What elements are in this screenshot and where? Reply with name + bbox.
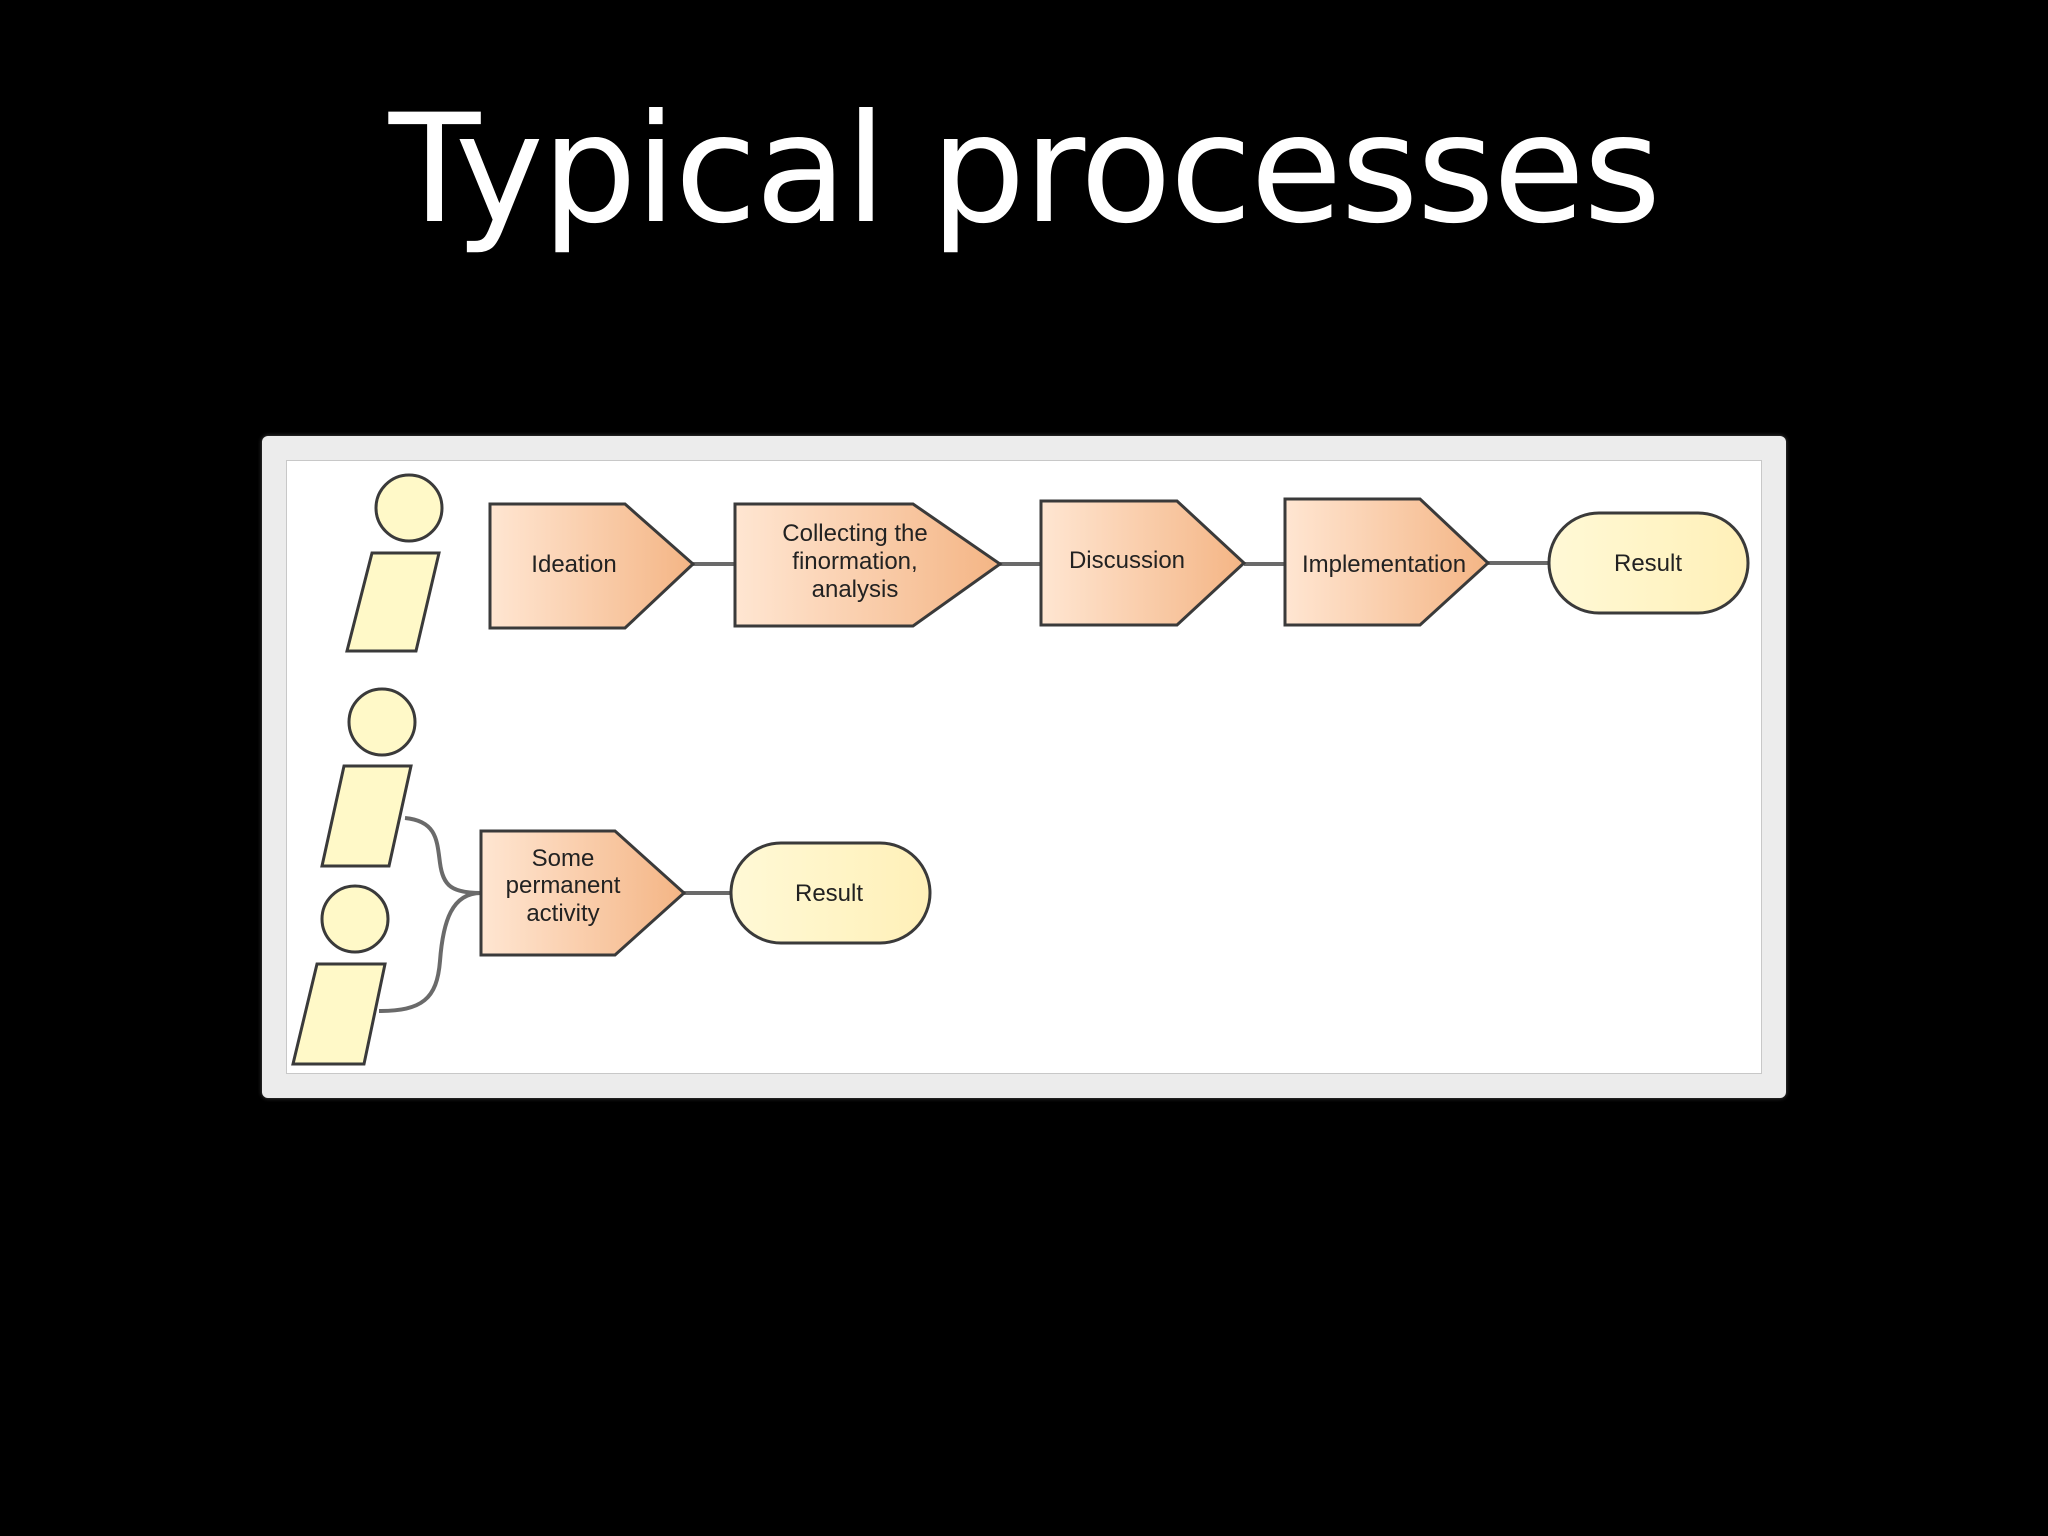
row2-connectors — [378, 816, 731, 1013]
result-label: Result — [1614, 550, 1682, 577]
actor-body — [345, 551, 441, 653]
step-label-line-2: permanent — [506, 872, 621, 899]
actor-body — [291, 962, 387, 1066]
step-label-line-1: Collecting the — [782, 520, 927, 547]
step-discussion: Discussion — [1039, 499, 1247, 627]
actor-icon-row1 — [345, 473, 444, 653]
row1-connectors — [693, 561, 1549, 566]
actor-head — [347, 687, 417, 757]
actor-icon-row2-bottom — [291, 884, 390, 1066]
step-label: Ideation — [531, 551, 616, 578]
step-collecting: Collecting the finormation, analysis — [733, 502, 1003, 628]
result-row2: Result — [729, 841, 932, 945]
connector-actor-top-activity — [404, 816, 482, 895]
diagram-canvas: Ideation Collecting the finormation, ana… — [286, 460, 1762, 1074]
step-ideation: Ideation — [488, 502, 696, 630]
result-label: Result — [795, 880, 863, 907]
step-label-line-3: activity — [526, 900, 599, 927]
actor-head — [320, 884, 390, 954]
step-label-line-3: analysis — [812, 576, 899, 603]
step-label-line-2: finormation, — [792, 548, 917, 575]
step-label: Implementation — [1302, 551, 1466, 578]
actor-head — [374, 473, 444, 543]
step-label-line-1: Some — [532, 845, 595, 872]
result-row1: Result — [1547, 511, 1750, 615]
diagram-frame: Ideation Collecting the finormation, ana… — [262, 436, 1786, 1098]
actor-body — [320, 764, 413, 868]
step-implementation: Implementation — [1283, 497, 1491, 627]
actor-icon-row2-top — [320, 687, 417, 868]
slide-title: Typical processes — [388, 83, 1662, 257]
step-label: Discussion — [1069, 547, 1185, 574]
process-diagram: Ideation Collecting the finormation, ana… — [291, 473, 1750, 1066]
connector-actor-bottom-activity — [378, 891, 482, 1013]
step-permanent-activity: Some permanent activity — [479, 829, 687, 957]
